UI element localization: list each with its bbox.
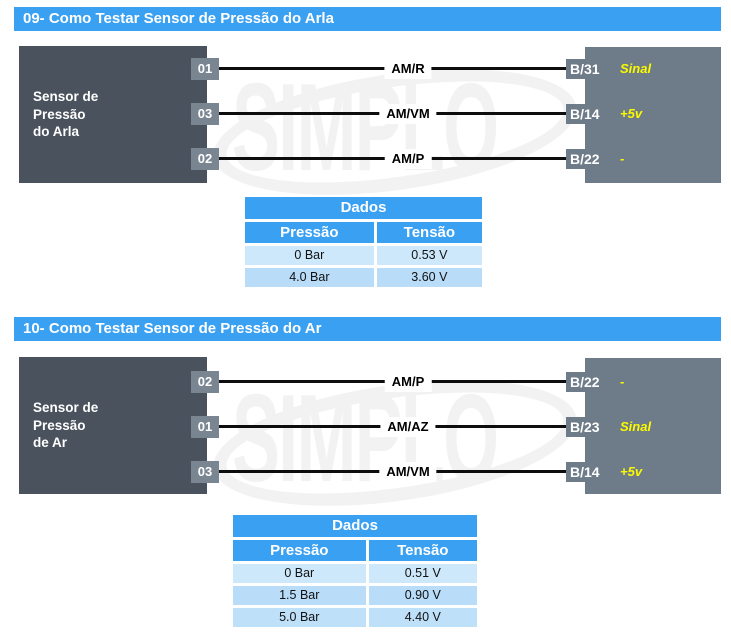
sensor-box: Sensor de Pressão do Arla xyxy=(19,46,207,183)
column-header: Tensão xyxy=(376,222,482,243)
table-cell: 5.0 Bar xyxy=(233,608,366,627)
table-header-row: Pressão Tensão xyxy=(233,540,477,561)
dados-table: Dados Pressão Tensão 0 Bar 0.51 V 1.5 Ba… xyxy=(233,515,477,627)
ecu-pin: B/14 xyxy=(566,462,620,482)
table-row: 5.0 Bar 4.40 V xyxy=(233,608,477,627)
table-header-row: Pressão Tensão xyxy=(245,222,482,243)
ecu-pin: B/22 xyxy=(566,372,620,392)
wire-color-label: AM/R xyxy=(384,59,432,79)
pin-function-label: Sinal xyxy=(620,419,652,434)
table-title: Dados xyxy=(245,197,482,219)
pin-function-label: - xyxy=(620,151,625,166)
wire-color-label: AM/AZ xyxy=(380,417,436,437)
sensor-box: Sensor de Pressão de Ar xyxy=(19,357,207,494)
column-header: Tensão xyxy=(368,540,477,561)
pin-function-label: Sinal xyxy=(620,61,652,76)
sensor-pin: 03 xyxy=(191,103,219,125)
table-cell: 0.90 V xyxy=(368,586,477,605)
table-row: 1.5 Bar 0.90 V xyxy=(233,586,477,605)
ecu-pin: B/23 xyxy=(566,417,620,437)
table-cell: 4.0 Bar xyxy=(245,268,374,287)
pin-function-label: +5v xyxy=(620,464,643,479)
watermark-text: SIMPLO xyxy=(232,59,499,197)
table-cell: 0 Bar xyxy=(233,564,366,583)
watermark-text: SIMPLO xyxy=(232,370,499,508)
wire-color-label: AM/P xyxy=(384,372,432,392)
section-header: 10- Como Testar Sensor de Pressão do Ar xyxy=(14,317,721,341)
dados-table: Dados Pressão Tensão 0 Bar 0.53 V 4.0 Ba… xyxy=(245,197,482,287)
column-header: Pressão xyxy=(233,540,366,561)
sensor-pin: 02 xyxy=(191,148,219,170)
sensor-label-line: Pressão xyxy=(33,106,86,122)
ecu-pin: B/31 xyxy=(566,59,620,79)
column-header: Pressão xyxy=(245,222,374,243)
section-header: 09- Como Testar Sensor de Pressão do Arl… xyxy=(14,7,721,31)
table-row: 4.0 Bar 3.60 V xyxy=(245,268,482,287)
wire-color-label: AM/P xyxy=(384,149,432,169)
table-cell: 1.5 Bar xyxy=(233,586,366,605)
table-cell: 3.60 V xyxy=(376,268,482,287)
sensor-label-line: do Arla xyxy=(33,124,80,140)
pin-function-label: - xyxy=(620,374,625,389)
sensor-label-line: Sensor de xyxy=(33,400,99,416)
sensor-label-line: Sensor de xyxy=(33,89,99,105)
sensor-pin: 03 xyxy=(191,461,219,483)
table-row: 0 Bar 0.51 V xyxy=(233,564,477,583)
sensor-pin: 01 xyxy=(191,58,219,80)
sensor-pin: 02 xyxy=(191,371,219,393)
sensor-pin: 01 xyxy=(191,416,219,438)
wire-color-label: AM/VM xyxy=(379,462,437,482)
table-title: Dados xyxy=(233,515,477,537)
ecu-pin: B/22 xyxy=(566,149,620,169)
table-cell: 0.53 V xyxy=(376,246,482,265)
table-cell: 0 Bar xyxy=(245,246,374,265)
sensor-label-line: Pressão xyxy=(33,417,86,433)
table-cell: 4.40 V xyxy=(368,608,477,627)
pin-function-label: +5v xyxy=(620,106,643,121)
ecu-pin: B/14 xyxy=(566,104,620,124)
wire-color-label: AM/VM xyxy=(379,104,437,124)
table-cell: 0.51 V xyxy=(368,564,477,583)
sensor-label-line: de Ar xyxy=(33,435,68,451)
table-row: 0 Bar 0.53 V xyxy=(245,246,482,265)
